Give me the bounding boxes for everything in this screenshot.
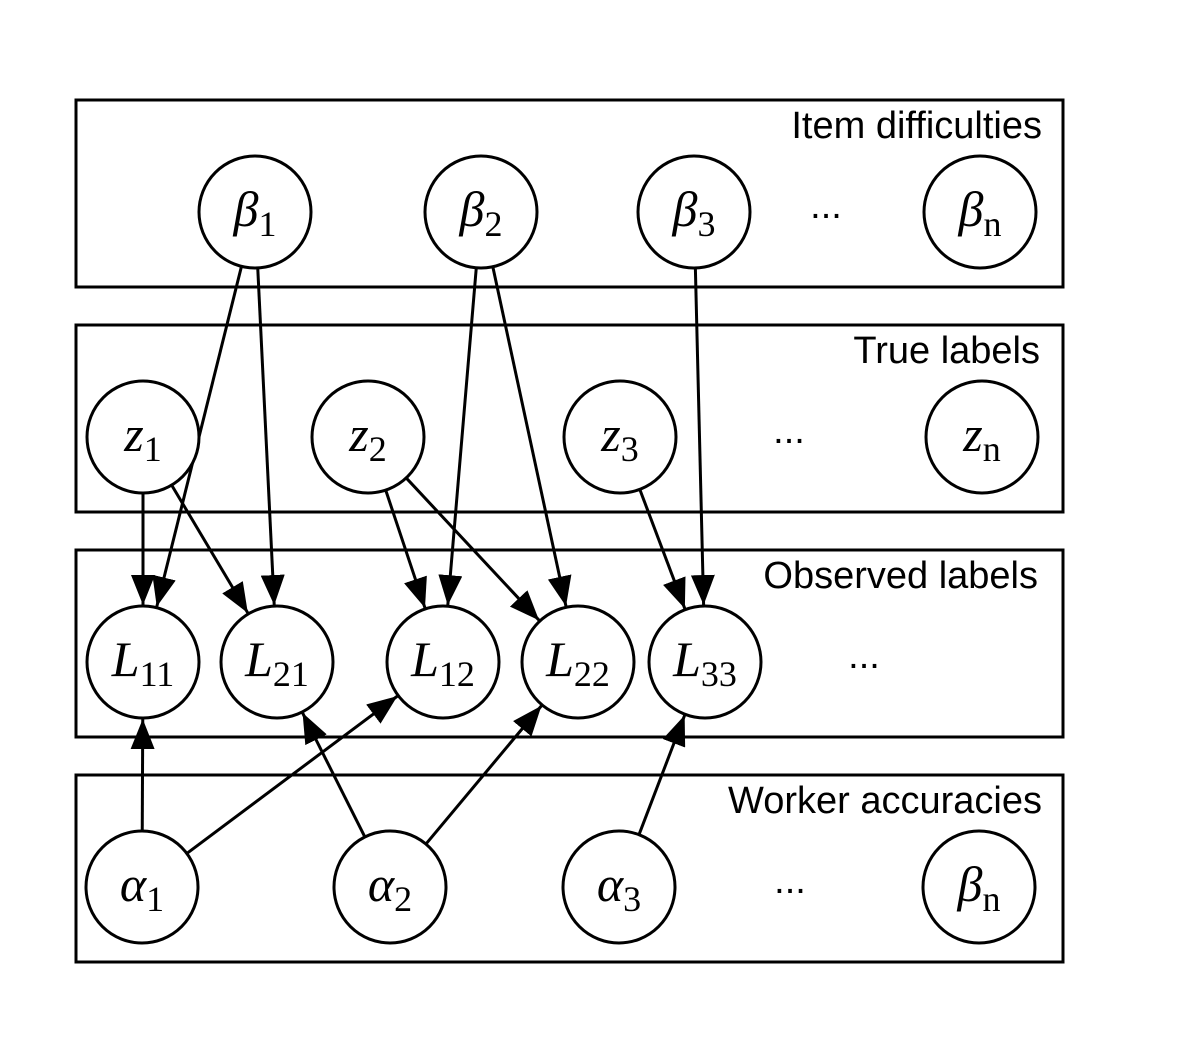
node-circle bbox=[423, 154, 539, 270]
edge-alpha3-to-L33 bbox=[637, 714, 687, 836]
node-L11: L11 bbox=[85, 604, 201, 720]
panel-title-worker-accuracies: Worker accuracies bbox=[728, 780, 1042, 822]
node-label: L22 bbox=[545, 631, 610, 694]
node-label: z2 bbox=[348, 406, 386, 469]
node-label: βn bbox=[958, 181, 1002, 244]
node-label: L21 bbox=[244, 631, 309, 694]
node-alpha3: α3 bbox=[561, 829, 677, 945]
node-beta1: β1 bbox=[197, 154, 313, 270]
ellipsis-workers: ... bbox=[774, 860, 806, 902]
node-zn: zn bbox=[924, 379, 1040, 495]
node-label: β1 bbox=[233, 181, 277, 244]
ellipsis-items: ... bbox=[810, 185, 842, 227]
node-circle bbox=[561, 829, 677, 945]
node-circle bbox=[85, 379, 201, 495]
node-label: L12 bbox=[410, 631, 475, 694]
node-label: z3 bbox=[600, 406, 638, 469]
node-circle bbox=[520, 604, 636, 720]
node-circle bbox=[924, 379, 1040, 495]
node-circle bbox=[562, 379, 678, 495]
ellipsis-true-labels: ... bbox=[773, 410, 805, 452]
edge-z1-to-L21 bbox=[170, 484, 250, 614]
node-label: L11 bbox=[111, 631, 174, 694]
panel-title-true-labels: True labels bbox=[853, 330, 1040, 372]
node-alpha2: α2 bbox=[332, 829, 448, 945]
node-circle bbox=[385, 604, 501, 720]
panel-true-labels: True labels bbox=[74, 323, 1065, 514]
node-label: z1 bbox=[123, 406, 161, 469]
node-circle bbox=[310, 379, 426, 495]
node-label: α2 bbox=[368, 856, 412, 919]
node-z3: z3 bbox=[562, 379, 678, 495]
node-label: α3 bbox=[597, 856, 641, 919]
panel-observed-labels: Observed labels bbox=[74, 548, 1065, 739]
node-alpha1: α1 bbox=[84, 829, 200, 945]
node-label: β2 bbox=[459, 181, 503, 244]
ellipsis-observed: ... bbox=[848, 635, 880, 677]
node-label: zn bbox=[962, 406, 1000, 469]
node-circle bbox=[332, 829, 448, 945]
node-circle bbox=[922, 154, 1038, 270]
node-L22: L22 bbox=[520, 604, 636, 720]
node-label: β3 bbox=[672, 181, 716, 244]
edge-alpha1-to-L12 bbox=[185, 694, 399, 855]
node-L33: L33 bbox=[647, 604, 763, 720]
node-label: α1 bbox=[120, 856, 164, 919]
node-circle bbox=[197, 154, 313, 270]
edge-beta2-to-L22 bbox=[491, 266, 572, 607]
node-beta3: β3 bbox=[636, 154, 752, 270]
node-L21: L21 bbox=[219, 604, 335, 720]
node-circle bbox=[219, 604, 335, 720]
node-betan: βn bbox=[922, 154, 1038, 270]
node-z1: z1 bbox=[85, 379, 201, 495]
edges bbox=[130, 265, 715, 855]
panel-title-observed-labels: Observed labels bbox=[763, 555, 1038, 597]
node-beta2: β2 bbox=[423, 154, 539, 270]
node-circle bbox=[921, 829, 1037, 945]
edge-z2-to-L22 bbox=[405, 476, 541, 622]
node-label: L33 bbox=[672, 631, 737, 694]
edge-alpha2-to-L22 bbox=[424, 704, 543, 845]
node-label: βn bbox=[957, 856, 1001, 919]
edge-z2-to-L12 bbox=[384, 489, 427, 609]
node-L12: L12 bbox=[385, 604, 501, 720]
edge-beta2-to-L12 bbox=[438, 267, 478, 606]
panel-title-item-difficulties: Item difficulties bbox=[791, 105, 1042, 147]
edge-beta1-to-L21 bbox=[256, 267, 285, 606]
panel-item-difficulties: Item difficulties bbox=[74, 98, 1065, 289]
panel-worker-accuracies: Worker accuracies bbox=[74, 773, 1065, 964]
edge-beta3-to-L33 bbox=[690, 267, 715, 606]
node-z2: z2 bbox=[310, 379, 426, 495]
node-circle bbox=[647, 604, 763, 720]
edge-z3-to-L33 bbox=[638, 488, 687, 610]
node-worker_n: βn bbox=[921, 829, 1037, 945]
node-circle bbox=[636, 154, 752, 270]
node-circle bbox=[85, 604, 201, 720]
node-circle bbox=[84, 829, 200, 945]
edge-alpha2-to-L21 bbox=[301, 712, 367, 838]
